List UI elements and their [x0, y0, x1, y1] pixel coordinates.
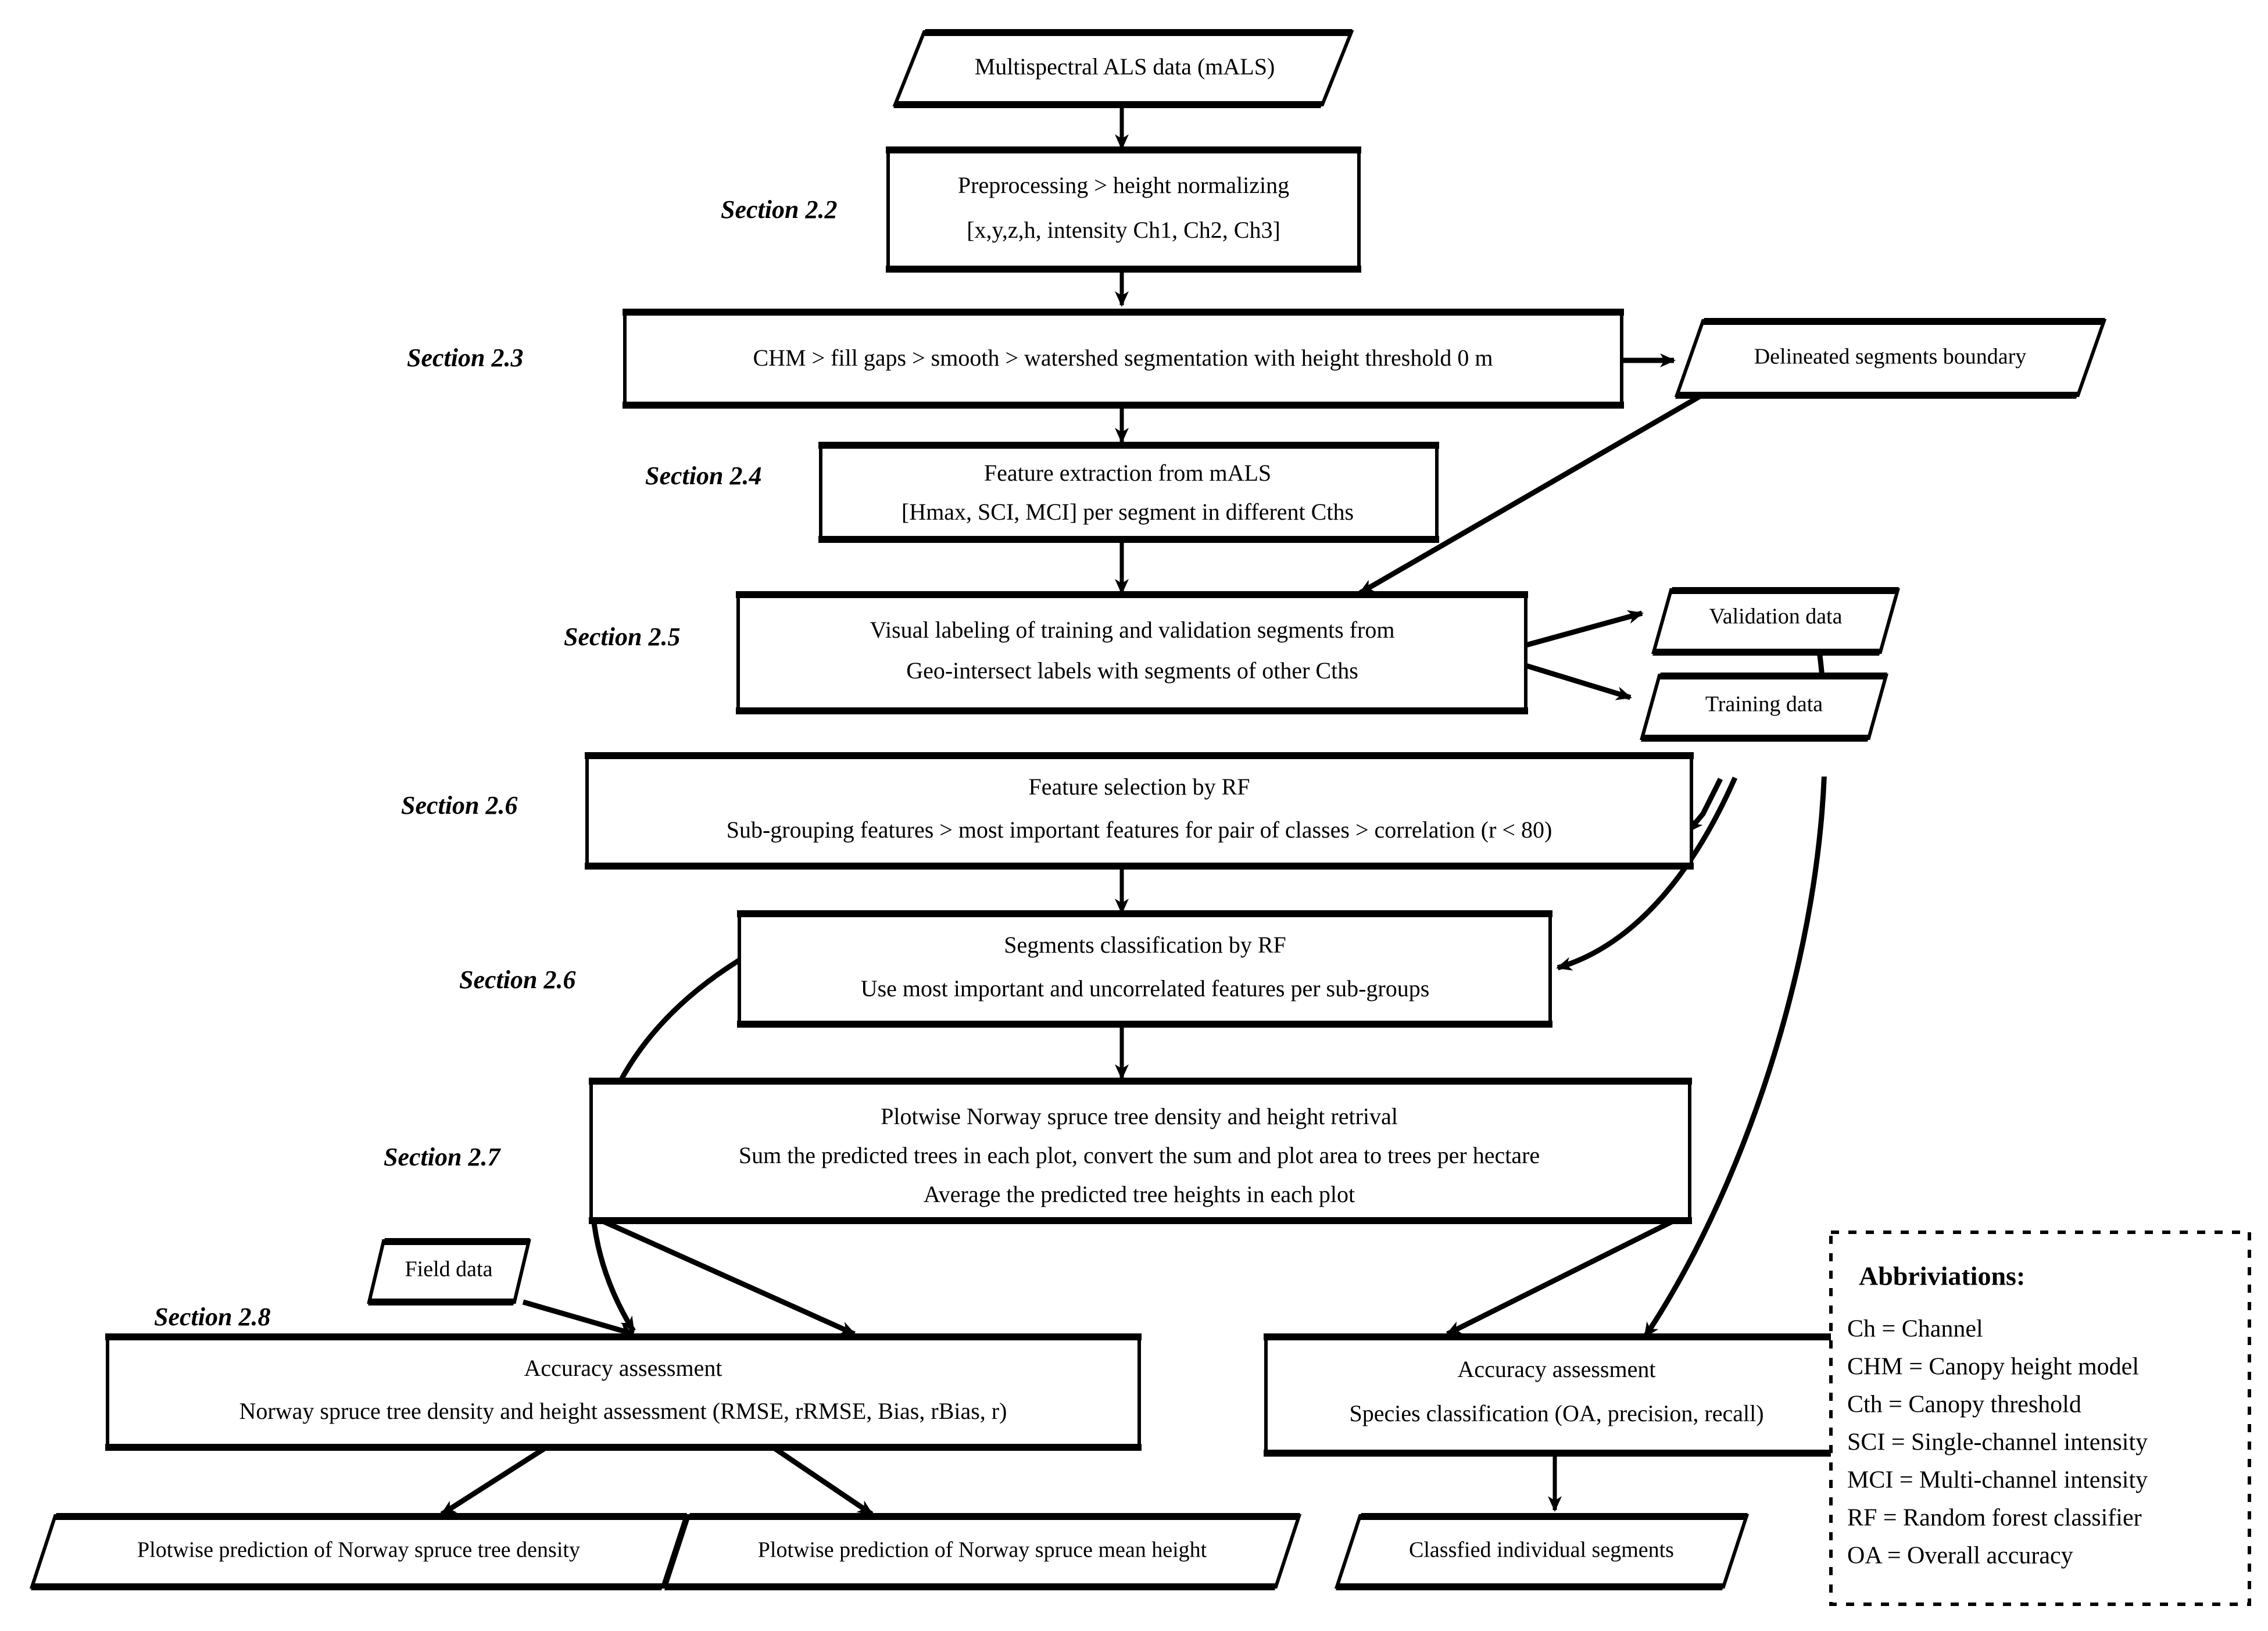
node-feature-selection[interactable]: Feature selection by RF Sub-grouping fea…	[585, 752, 1694, 870]
node-accuracy-species[interactable]: Accuracy assessment Species classificati…	[1264, 1333, 1850, 1457]
node-validation-data-line-0: Validation data	[1709, 605, 1843, 629]
node-delineated-segments-boundary[interactable]: Delineated segments boundary	[1674, 318, 2107, 399]
node-out-segments-line-0: Classfied individual segments	[1409, 1538, 1674, 1562]
legend-entry-6: OA = Overall accuracy	[1847, 1543, 2073, 1569]
legend-entry-4: MCI = Multi-channel intensity	[1847, 1467, 2148, 1494]
node-plotwise-line-1: Sum the predicted trees in each plot, co…	[739, 1142, 1540, 1168]
edge-delineated-visuallabeling	[1358, 389, 1711, 595]
node-out-height[interactable]: Plotwise prediction of Norway spruce mea…	[663, 1513, 1302, 1590]
legend-entry-3: SCI = Single-channel intensity	[1847, 1429, 2148, 1456]
node-segments-classification-line-0: Segments classification by RF	[1004, 932, 1286, 958]
node-field-data-line-0: Field data	[405, 1257, 493, 1282]
section-label-2-4: Section 2.4	[645, 462, 761, 490]
node-accuracy-density[interactable]: Accuracy assessment Norway spruce tree d…	[105, 1333, 1142, 1451]
edge-visuallabeling-validationdata	[1525, 610, 1644, 648]
node-preprocessing-line-1: [x,y,z,h, intensity Ch1, Ch2, Ch3]	[967, 217, 1280, 243]
node-visual-labeling-line-0: Visual labeling of training and validati…	[870, 617, 1395, 643]
node-out-density[interactable]: Plotwise prediction of Norway spruce tre…	[29, 1513, 689, 1590]
node-preprocessing-line-0: Preprocessing > height normalizing	[958, 172, 1289, 198]
node-out-density-line-0: Plotwise prediction of Norway spruce tre…	[137, 1538, 580, 1562]
edge-trainingdata-featureselection	[1686, 777, 1723, 833]
node-field-data[interactable]: Field data	[367, 1238, 531, 1305]
legend-entry-2: Cth = Canopy threshold	[1847, 1392, 2081, 1418]
legend-entry-0: Ch = Channel	[1847, 1316, 1983, 1343]
node-segments-classification[interactable]: Segments classification by RF Use most i…	[737, 910, 1552, 1028]
node-chm-line-0: CHM > fill gaps > smooth > watershed seg…	[753, 345, 1493, 371]
node-input-mals-line-0: Multispectral ALS data (mALS)	[975, 53, 1275, 80]
node-visual-labeling-line-1: Geo-intersect labels with segments of ot…	[906, 657, 1358, 684]
node-input-mals[interactable]: Multispectral ALS data (mALS)	[892, 29, 1354, 108]
node-segments-classification-line-1: Use most important and uncorrelated feat…	[861, 975, 1430, 1002]
node-accuracy-species-line-0: Accuracy assessment	[1458, 1356, 1656, 1382]
node-preprocessing[interactable]: Preprocessing > height normalizing [x,y,…	[886, 146, 1361, 273]
node-plotwise-line-2: Average the predicted tree heights in ea…	[924, 1181, 1355, 1207]
node-feature-selection-line-0: Feature selection by RF	[1028, 774, 1250, 800]
legend-entry-1: CHM = Canopy height model	[1847, 1354, 2139, 1380]
edge-visuallabeling-trainingdata	[1525, 663, 1632, 700]
edge-fielddata-accuracydensity	[522, 1299, 635, 1337]
node-out-segments[interactable]: Classfied individual segments	[1334, 1513, 1750, 1590]
node-training-data-line-0: Training data	[1705, 692, 1823, 717]
node-feature-extraction-line-0: Feature extraction from mALS	[984, 460, 1271, 486]
legend-entry-5: RF = Random forest classifier	[1847, 1505, 2142, 1532]
node-plotwise-retrival[interactable]: Plotwise Norway spruce tree density and …	[589, 1078, 1692, 1224]
node-accuracy-density-line-0: Accuracy assessment	[524, 1355, 722, 1381]
section-label-2-3: Section 2.3	[407, 344, 523, 372]
edge-accuracydensity-outheight	[771, 1445, 874, 1516]
edge-plotwise-accuracyspecies	[1446, 1218, 1676, 1337]
node-plotwise-line-0: Plotwise Norway spruce tree density and …	[881, 1103, 1398, 1129]
section-label-2-6-a: Section 2.6	[401, 791, 517, 820]
node-feature-extraction[interactable]: Feature extraction from mALS [Hmax, SCI,…	[818, 442, 1439, 543]
node-feature-extraction-line-1: [Hmax, SCI, MCI] per segment in differen…	[902, 499, 1354, 525]
node-accuracy-density-line-1: Norway spruce tree density and height as…	[239, 1398, 1007, 1424]
node-accuracy-species-line-1: Species classification (OA, precision, r…	[1349, 1400, 1763, 1426]
abbreviations-legend: Abbriviations: Ch = Channel CHM = Canopy…	[1829, 1231, 2251, 1606]
node-visual-labeling[interactable]: Visual labeling of training and validati…	[736, 591, 1528, 714]
section-label-2-6-b: Section 2.6	[459, 965, 575, 994]
section-label-2-8: Section 2.8	[154, 1303, 270, 1331]
node-delineated-line-0: Delineated segments boundary	[1754, 345, 2027, 369]
edge-plotwise-accuracydensity	[600, 1218, 856, 1337]
node-feature-selection-line-1: Sub-grouping features > most important f…	[727, 817, 1552, 843]
node-out-height-line-0: Plotwise prediction of Norway spruce mea…	[758, 1538, 1207, 1562]
node-chm[interactable]: CHM > fill gaps > smooth > watershed seg…	[623, 309, 1624, 409]
section-label-2-7: Section 2.7	[384, 1143, 501, 1171]
node-training-data[interactable]: Training data	[1640, 673, 1888, 777]
legend-title: Abbriviations:	[1859, 1261, 2025, 1291]
section-label-2-5: Section 2.5	[564, 623, 680, 651]
edge-trainingdata-segmentsclassification	[1556, 777, 1738, 971]
node-validation-data[interactable]: Validation data	[1651, 587, 1900, 656]
edge-accuracydensity-outdensity	[440, 1445, 548, 1516]
section-label-2-2: Section 2.2	[721, 195, 837, 224]
